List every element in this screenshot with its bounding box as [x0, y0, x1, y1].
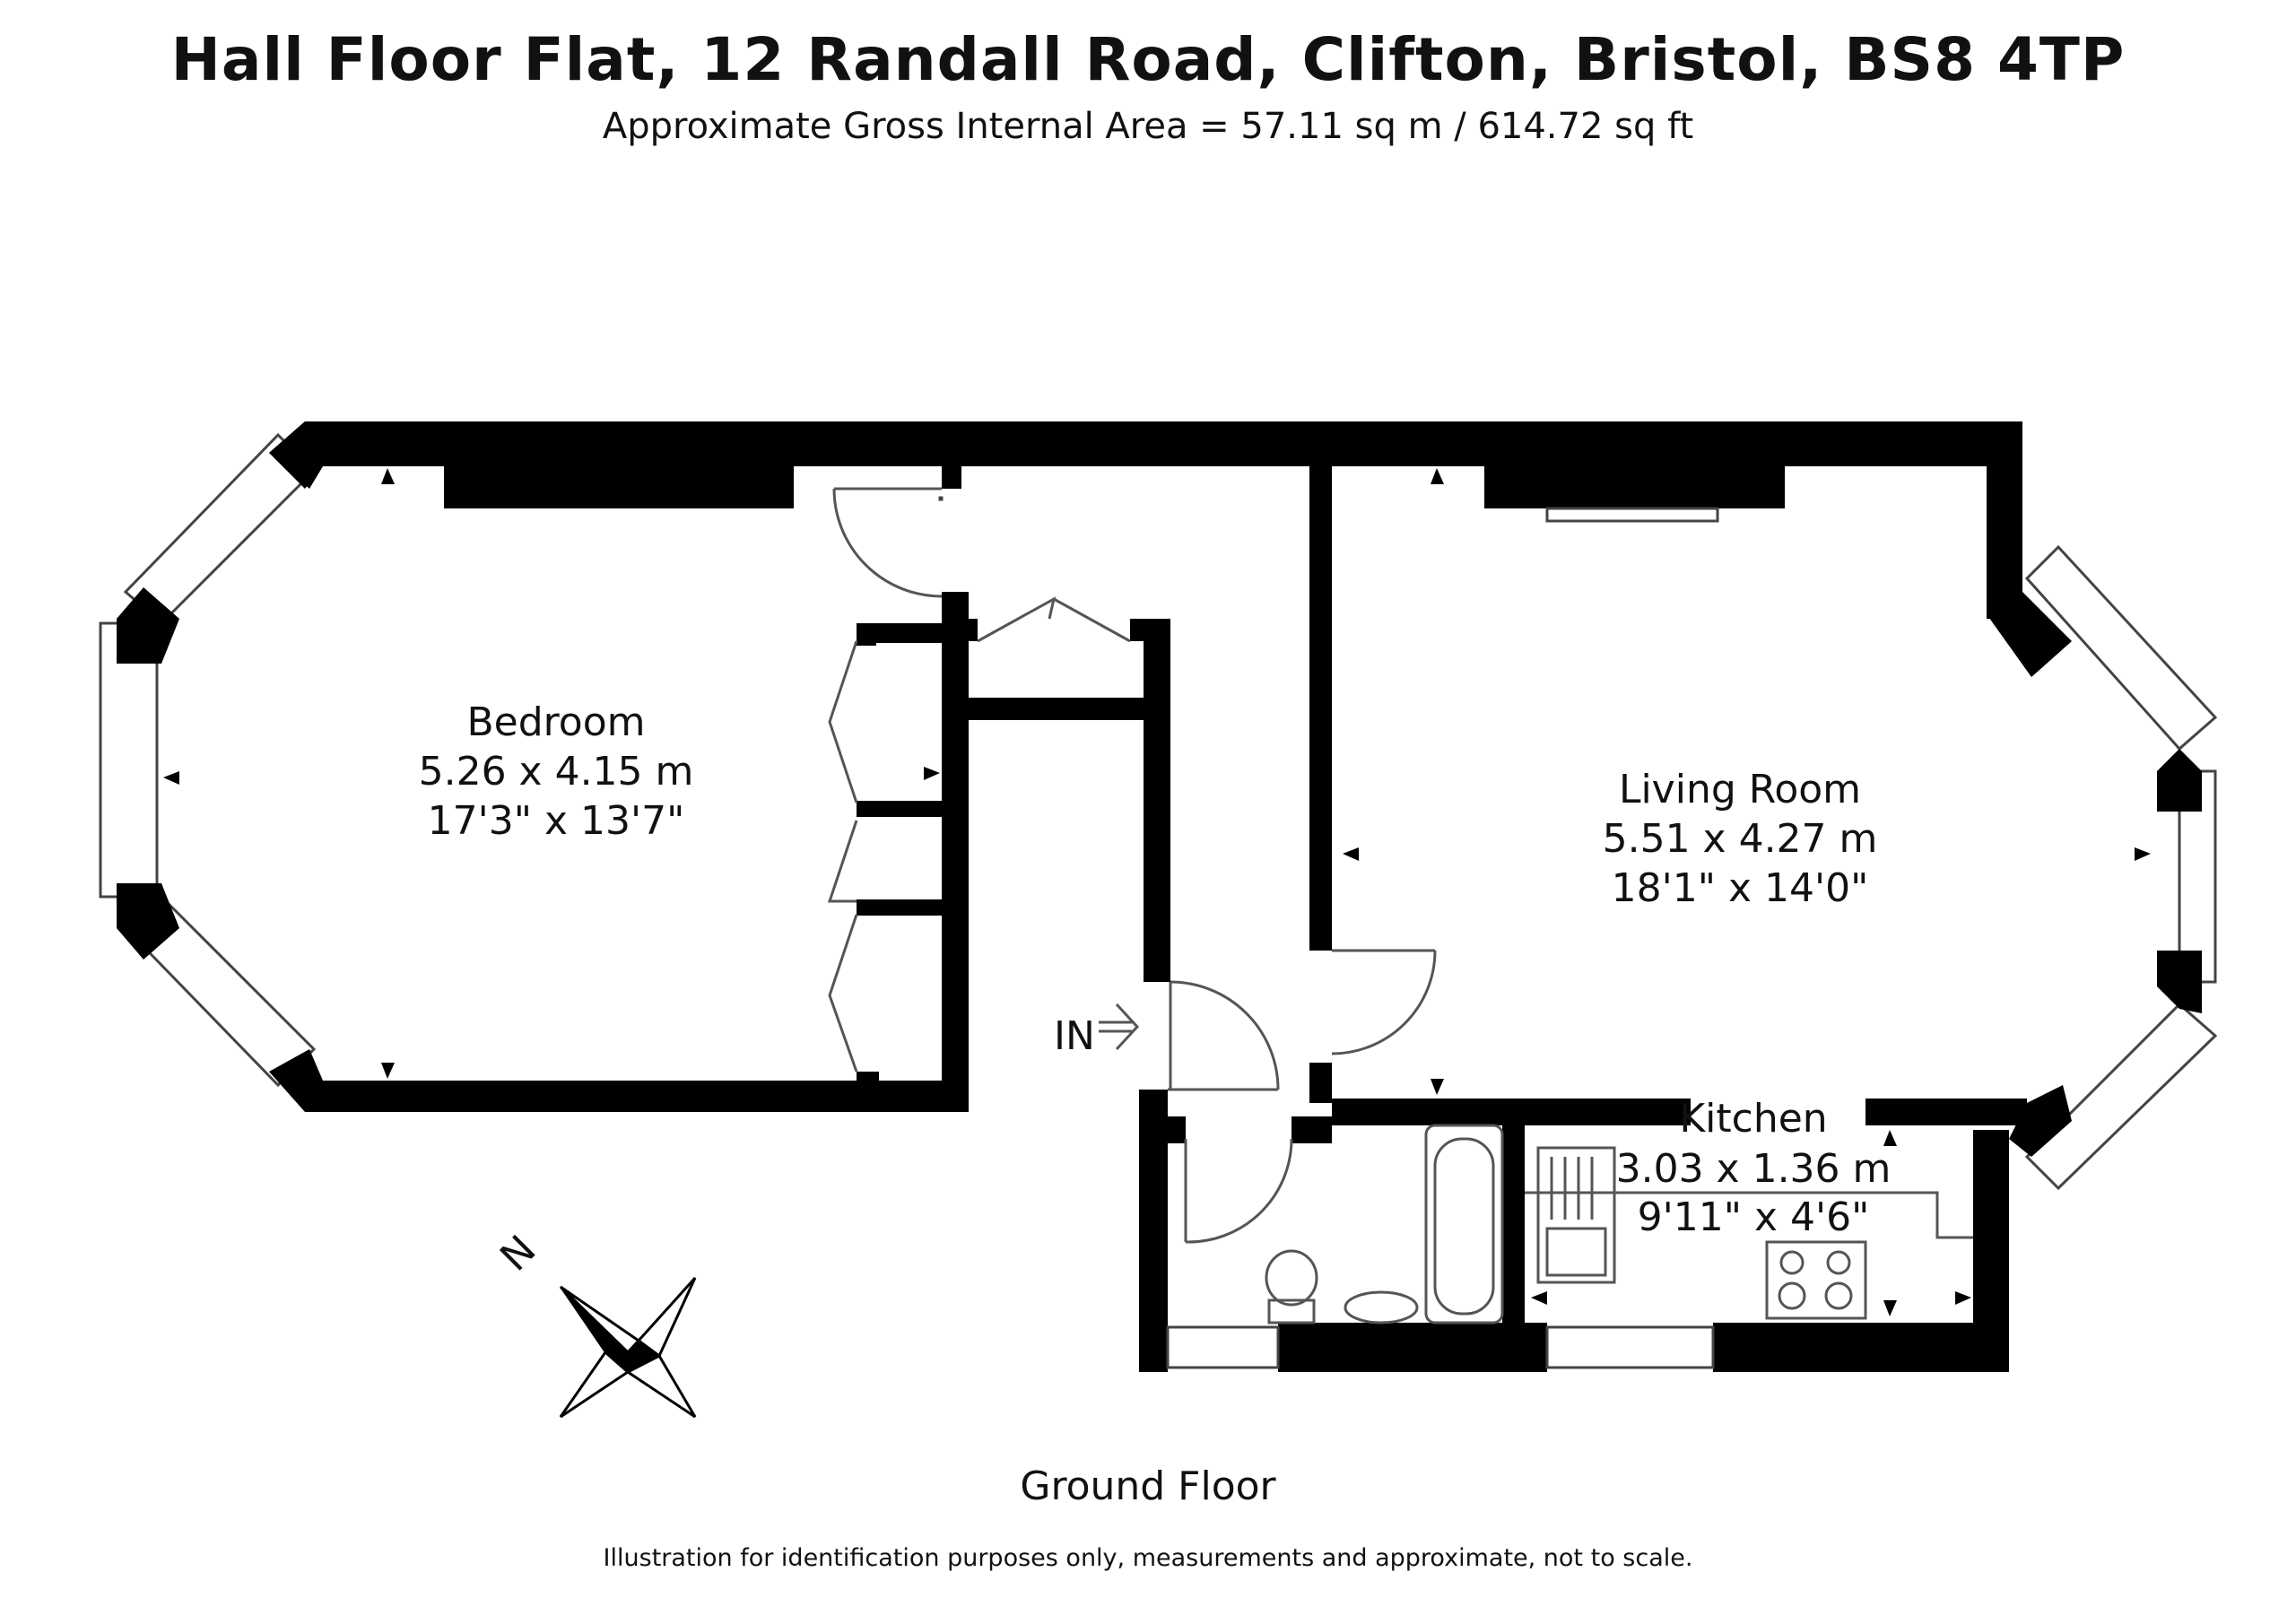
- compass-rose: N: [491, 1227, 697, 1419]
- living-room-name: Living Room: [1619, 767, 1861, 812]
- plan-title: Hall Floor Flat, 12 Randall Road, Clifto…: [170, 25, 2126, 94]
- bedroom-imperial: 17'3" x 13'7": [428, 798, 685, 844]
- floor-label: Ground Floor: [1020, 1463, 1276, 1509]
- doors: [827, 487, 1437, 1244]
- kitchen-fixtures: [1525, 1146, 1973, 1320]
- bedroom-bay-window: [99, 432, 317, 1088]
- walls: [117, 421, 2202, 1372]
- gross-area-text: Approximate Gross Internal Area = 57.11 …: [602, 106, 1694, 147]
- living-bay-window: [2024, 544, 2218, 1191]
- entrance-marker: IN: [1054, 1003, 1140, 1059]
- compass-north-label: N: [491, 1227, 544, 1280]
- disclaimer-text: Illustration for identification purposes…: [603, 1544, 1693, 1572]
- bathroom-fixtures: [1265, 1124, 1504, 1324]
- kitchen-metric: 3.03 x 1.36 m: [1616, 1146, 1892, 1192]
- kitchen-imperial: 9'11" x 4'6": [1638, 1194, 1870, 1240]
- kitchen-name: Kitchen: [1679, 1096, 1827, 1142]
- entrance-label: IN: [1054, 1013, 1095, 1059]
- living-room-metric: 5.51 x 4.27 m: [1603, 816, 1878, 862]
- kitchen-label: Kitchen 3.03 x 1.36 m 9'11" x 4'6": [1616, 1096, 1892, 1240]
- entrance-arrow-icon: [1099, 1003, 1140, 1051]
- bedroom-metric: 5.26 x 4.15 m: [419, 749, 694, 795]
- bedroom-name: Bedroom: [466, 699, 645, 745]
- bedroom-label: Bedroom 5.26 x 4.15 m 17'3" x 13'7": [419, 699, 694, 844]
- lower-windows: [938, 496, 1715, 1369]
- living-room-label: Living Room 5.51 x 4.27 m 18'1" x 14'0": [1603, 767, 1878, 911]
- living-room-imperial: 18'1" x 14'0": [1612, 865, 1869, 911]
- measurement-markers: [163, 468, 2151, 1316]
